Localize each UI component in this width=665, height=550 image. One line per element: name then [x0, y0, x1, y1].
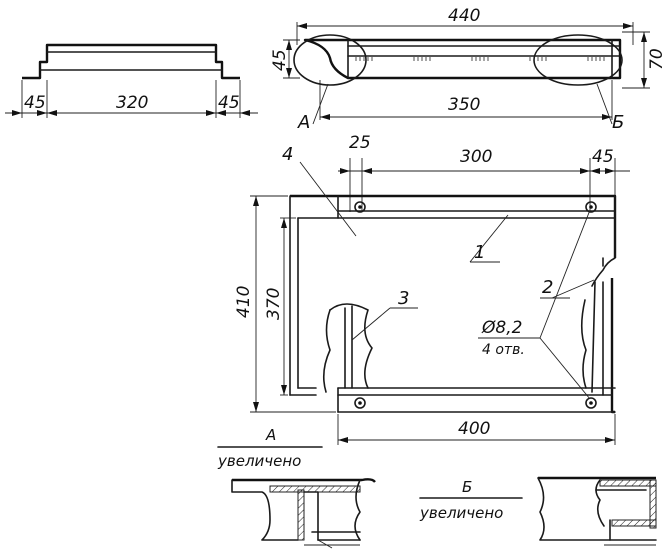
dim-left-45: 45 [24, 93, 46, 113]
top-left-profile-view: 45 320 45 [5, 43, 258, 118]
detail-b-subtitle: увеличено [419, 504, 503, 522]
hole-count-note: 4 отв. [482, 342, 525, 358]
dim-height-410: 410 [234, 286, 254, 318]
dim-span-300: 300 [460, 147, 492, 167]
callout-detail-b: Б [612, 112, 624, 133]
dim-total-440: 440 [448, 6, 480, 26]
dim-height-right-70: 70 [647, 48, 665, 70]
detail-a-ellipse [293, 34, 367, 86]
callout-detail-a: А [297, 112, 310, 133]
dim-height-370: 370 [264, 288, 284, 320]
part-label-3: 3 [398, 288, 409, 309]
hole-diameter-note: Ø8,2 [481, 318, 522, 338]
main-frame-view: 25 300 45 [234, 133, 630, 445]
mounting-holes [354, 201, 597, 409]
dim-right-45: 45 [592, 147, 614, 167]
dim-width-320: 320 [116, 93, 148, 113]
detail-b-title: Б [462, 478, 472, 496]
dim-inner-350: 350 [448, 95, 480, 115]
dim-height-left-45: 45 [270, 49, 290, 71]
detail-b-enlarged: Б увеличено [419, 476, 657, 546]
detail-a-enlarged: А увеличено [217, 426, 376, 549]
part-label-1: 1 [474, 242, 485, 263]
detail-a-title: А [265, 426, 276, 444]
detail-b-ellipse [533, 34, 623, 86]
dim-offset-25: 25 [349, 133, 371, 153]
part-label-4: 4 [282, 144, 293, 165]
top-right-bar-view: 440 45 70 [270, 6, 665, 133]
dim-right-45: 45 [218, 93, 240, 113]
detail-a-subtitle: увеличено [217, 452, 301, 470]
part-label-2: 2 [542, 277, 553, 298]
dim-width-400: 400 [458, 419, 490, 439]
